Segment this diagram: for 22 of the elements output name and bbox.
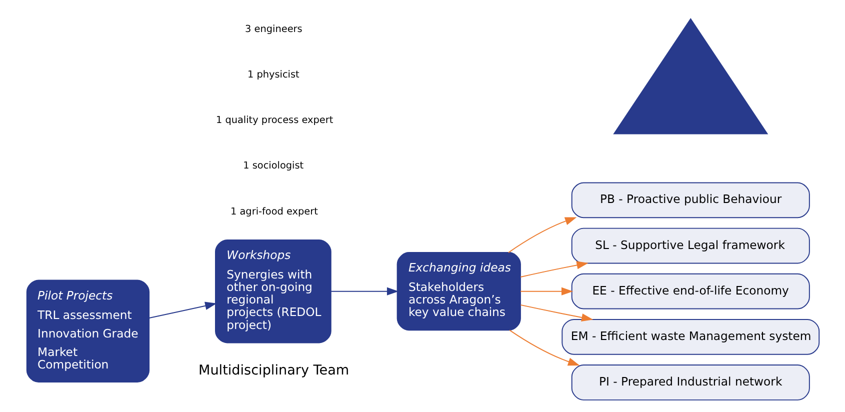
arrow [148, 302, 216, 318]
node-box: Pilot Projects TRL assessment Innovation Grade Market Competition [26, 280, 150, 382]
arrow [508, 330, 580, 366]
label: 3 engineers [244, 24, 302, 35]
label: 1 physicist [246, 70, 299, 81]
arrow [520, 261, 588, 278]
node-box: EE - Effective end-of-life Economy [570, 273, 810, 310]
node-box: SL - Supportive Legal framework [570, 228, 810, 264]
arrow [330, 287, 398, 296]
node-box: PB - Proactive public Behaviour [570, 182, 810, 218]
arrow [508, 217, 576, 254]
label: Multidisciplinary Team [198, 362, 349, 378]
arrow [520, 287, 573, 296]
node-triangle [612, 18, 768, 134]
node-box: PI - Prepared Industrial network [570, 364, 810, 400]
node-box: Exchanging ideas Stakeholders across Aragon’s key value chains [396, 252, 520, 331]
node-box: EM - Efficient waste Management system [561, 318, 820, 355]
node-box: Workshops Synergies with other on-going regional projects (REDOL project) [214, 239, 331, 344]
arrow [520, 304, 593, 322]
label: 1 agri-food expert [230, 206, 318, 218]
label: 1 quality process expert [215, 115, 333, 126]
label: 1 sociologist [242, 160, 304, 172]
